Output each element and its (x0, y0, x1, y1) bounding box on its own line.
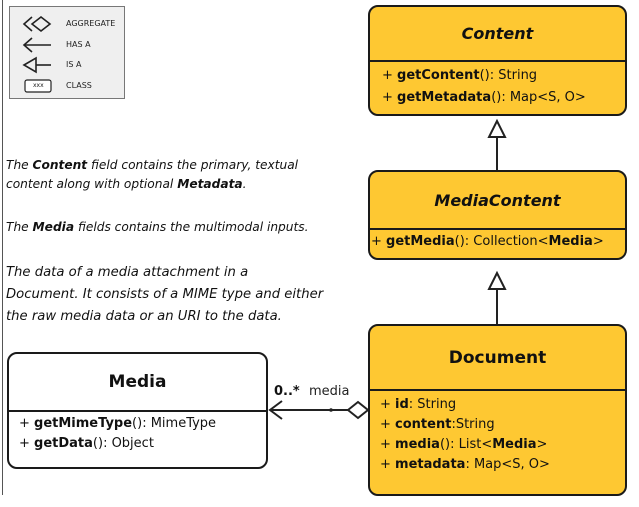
content-class-members: + getContent(): String + getMetadata(): … (370, 65, 625, 109)
media-description: The Media fields contains the multimodal… (6, 220, 309, 234)
content-term: Content (32, 158, 88, 172)
media-class-box: Media + getMimeType(): MimeType + getDat… (7, 352, 268, 469)
document-class-members: + id: String + content:String + media():… (370, 395, 625, 475)
legend-class-label: CLASS (66, 81, 92, 90)
legend-panel: AGGREGATE HAS A IS A xxx CLASS (9, 6, 125, 99)
association-role: media (309, 384, 350, 399)
is-a-arrow-mediacontent-content (487, 118, 507, 170)
media-method-getdata: + getData(): Object (19, 436, 154, 451)
left-border-line (2, 0, 3, 495)
document-field-media: + media(): List<Media> (380, 437, 548, 452)
legend-class-sample: xxx (33, 82, 44, 89)
metadata-term: Metadata (177, 177, 243, 191)
legend-is-a-label: IS A (66, 60, 82, 69)
content-method-getcontent: + getContent(): String (382, 68, 538, 83)
content-class-box: Content + getContent(): String + getMeta… (368, 5, 627, 116)
mediacontent-class-title: MediaContent (370, 172, 625, 230)
legend-icons (22, 15, 52, 93)
media-class-members: + getMimeType(): MimeType + getData(): O… (9, 414, 266, 454)
document-field-content: + content:String (380, 417, 495, 432)
is-a-arrow-document-mediacontent (487, 270, 507, 324)
media-term: Media (32, 220, 75, 234)
class-icon (24, 79, 52, 93)
document-field-id: + id: String (380, 397, 457, 412)
content-class-title: Content (370, 7, 625, 62)
media-method-getmimetype: + getMimeType(): MimeType (19, 416, 217, 431)
mediacontent-method-getmedia: + getMedia(): Collection<Media> (371, 234, 604, 249)
aggregate-arrow-document-media (268, 400, 370, 420)
document-class-title: Document (370, 326, 625, 391)
media-class-title: Media (9, 354, 266, 412)
mediacontent-class-members: + getMedia(): Collection<Media> (370, 231, 625, 253)
content-method-getmetadata: + getMetadata(): Map<S, O> (382, 90, 586, 105)
association-multiplicity: 0..* (274, 384, 300, 399)
aggregate-icon (22, 15, 52, 33)
legend-aggregate-label: AGGREGATE (66, 19, 116, 28)
has-a-icon (22, 37, 51, 53)
is-a-icon (22, 56, 51, 74)
mediacontent-class-box: MediaContent + getMedia(): Collection<Me… (368, 170, 627, 260)
document-class-box: Document + id: String + content:String +… (368, 324, 627, 496)
document-field-metadata: + metadata: Map<S, O> (380, 457, 550, 472)
attachment-description: The data of a media attachment in a Docu… (6, 265, 324, 324)
legend-has-a-label: HAS A (66, 40, 91, 49)
content-description: The Content field contains the primary, … (6, 158, 299, 191)
